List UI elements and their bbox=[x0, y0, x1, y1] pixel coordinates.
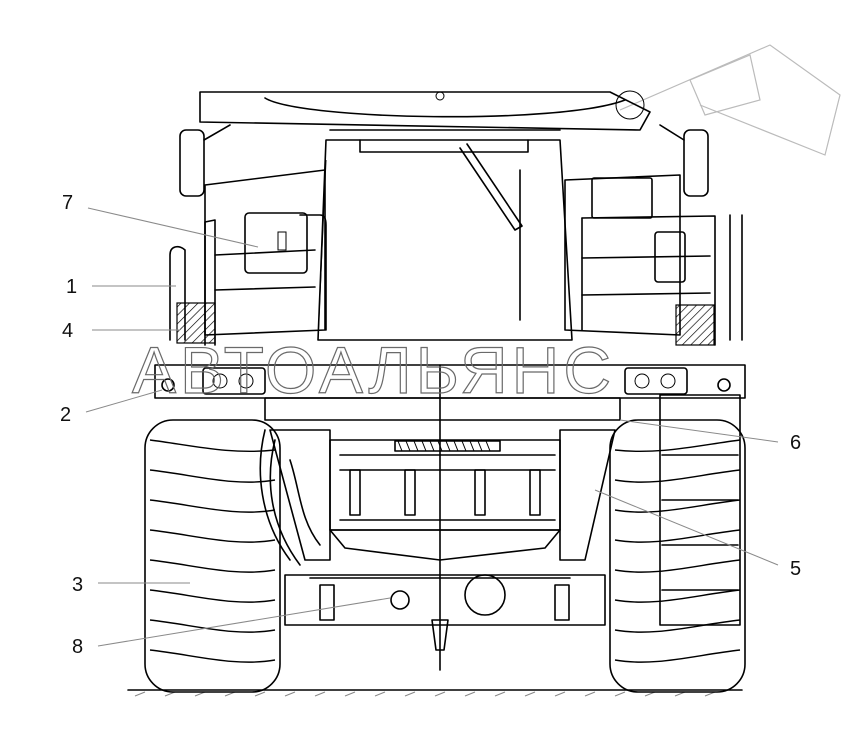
engine-hood bbox=[317, 139, 573, 341]
straw-chopper-frame bbox=[264, 364, 621, 671]
right-tail-light bbox=[624, 367, 688, 395]
rear-light-beam bbox=[154, 364, 746, 399]
right-reflector-plate bbox=[675, 304, 715, 346]
rear-axle-assembly bbox=[284, 574, 606, 651]
spreader-blades bbox=[349, 469, 541, 516]
left-reflector-plate bbox=[176, 302, 216, 344]
right-access-ladder bbox=[659, 394, 741, 626]
leader-5 bbox=[594, 489, 779, 566]
callout-8: 8 bbox=[72, 636, 83, 658]
axle-gearbox bbox=[464, 574, 506, 616]
leader-lines bbox=[85, 207, 779, 647]
watermark: АВТОАЛЬЯНС bbox=[132, 333, 615, 407]
leader-2 bbox=[85, 389, 163, 413]
unloading-auger bbox=[619, 44, 841, 156]
callout-1: 1 bbox=[66, 276, 77, 298]
left-rear-tire bbox=[144, 419, 281, 693]
ground-line bbox=[127, 689, 743, 697]
leader-8 bbox=[97, 597, 391, 647]
leader-7 bbox=[87, 207, 259, 248]
callout-4: 4 bbox=[62, 320, 73, 342]
right-rear-tire bbox=[609, 419, 746, 693]
callout-6: 6 bbox=[790, 432, 801, 454]
callout-3: 3 bbox=[72, 574, 83, 596]
right-side-panel bbox=[564, 174, 686, 336]
leader-6 bbox=[619, 419, 779, 443]
right-handrail bbox=[581, 214, 743, 346]
callout-5: 5 bbox=[790, 558, 801, 580]
callout-7: 7 bbox=[62, 192, 73, 214]
hydraulic-hoses bbox=[259, 429, 321, 566]
chopper-spring bbox=[394, 440, 501, 452]
left-mirror bbox=[179, 124, 231, 197]
right-mirror bbox=[659, 124, 709, 197]
callout-2: 2 bbox=[60, 404, 71, 426]
cab-roof bbox=[199, 90, 651, 131]
left-tail-light bbox=[202, 367, 266, 395]
